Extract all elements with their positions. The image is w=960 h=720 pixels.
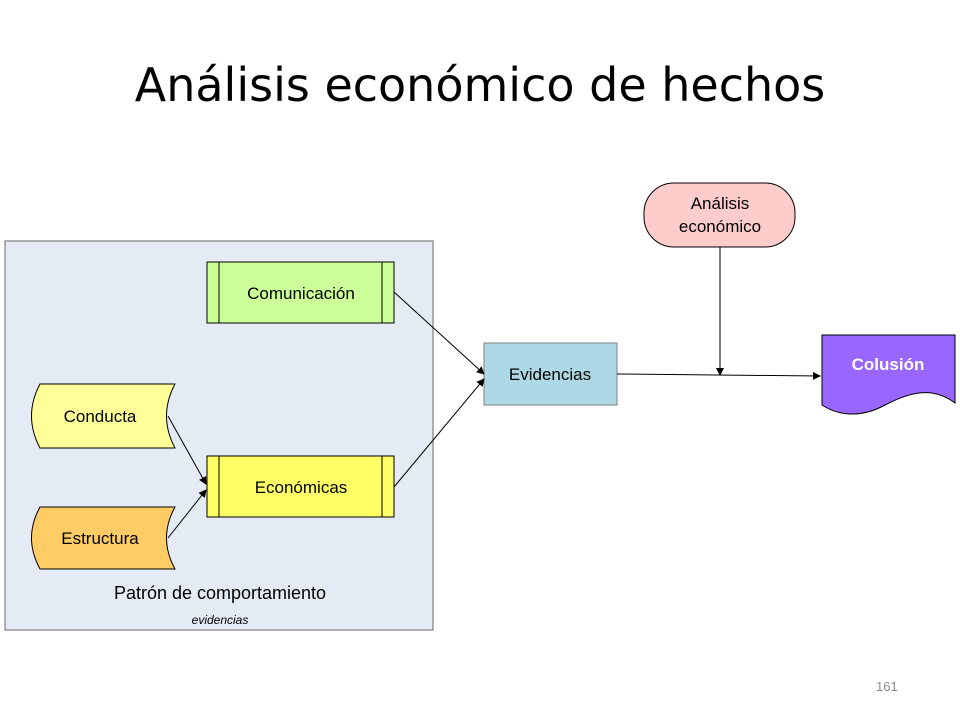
- node-conducta-label: Conducta: [64, 407, 137, 426]
- node-estructura: Estructura: [31, 506, 176, 570]
- slide-title: Análisis económico de hechos: [134, 58, 826, 112]
- node-analisis-line1: Análisis: [691, 194, 750, 213]
- group-sublabel: evidencias: [192, 613, 249, 627]
- node-analisis-economico: Análisis económico: [643, 182, 796, 248]
- node-analisis-line2: económico: [679, 217, 761, 236]
- edge-conducta-economicas: [167, 415, 207, 485]
- node-estructura-label: Estructura: [61, 529, 139, 548]
- page-number: 161: [876, 679, 898, 694]
- node-evidencias-label: Evidencias: [509, 365, 591, 384]
- node-colusion-label: Colusión: [852, 355, 925, 374]
- node-conducta: Conducta: [31, 383, 176, 449]
- edge-evidencias-colusion: [616, 371, 821, 380]
- node-economicas-label: Económicas: [255, 478, 348, 497]
- edge-comunicacion-evidencias: [393, 291, 485, 375]
- group-label: Patrón de comportamiento: [114, 583, 326, 603]
- edge-estructura-economicas: [167, 489, 207, 539]
- edge-economicas-evidencias: [393, 378, 485, 488]
- node-economicas: Económicas: [206, 455, 395, 518]
- node-comunicacion-label: Comunicación: [247, 284, 355, 303]
- node-evidencias: Evidencias: [483, 342, 618, 406]
- node-comunicacion: Comunicación: [206, 261, 395, 324]
- node-colusion: Colusión: [821, 334, 956, 415]
